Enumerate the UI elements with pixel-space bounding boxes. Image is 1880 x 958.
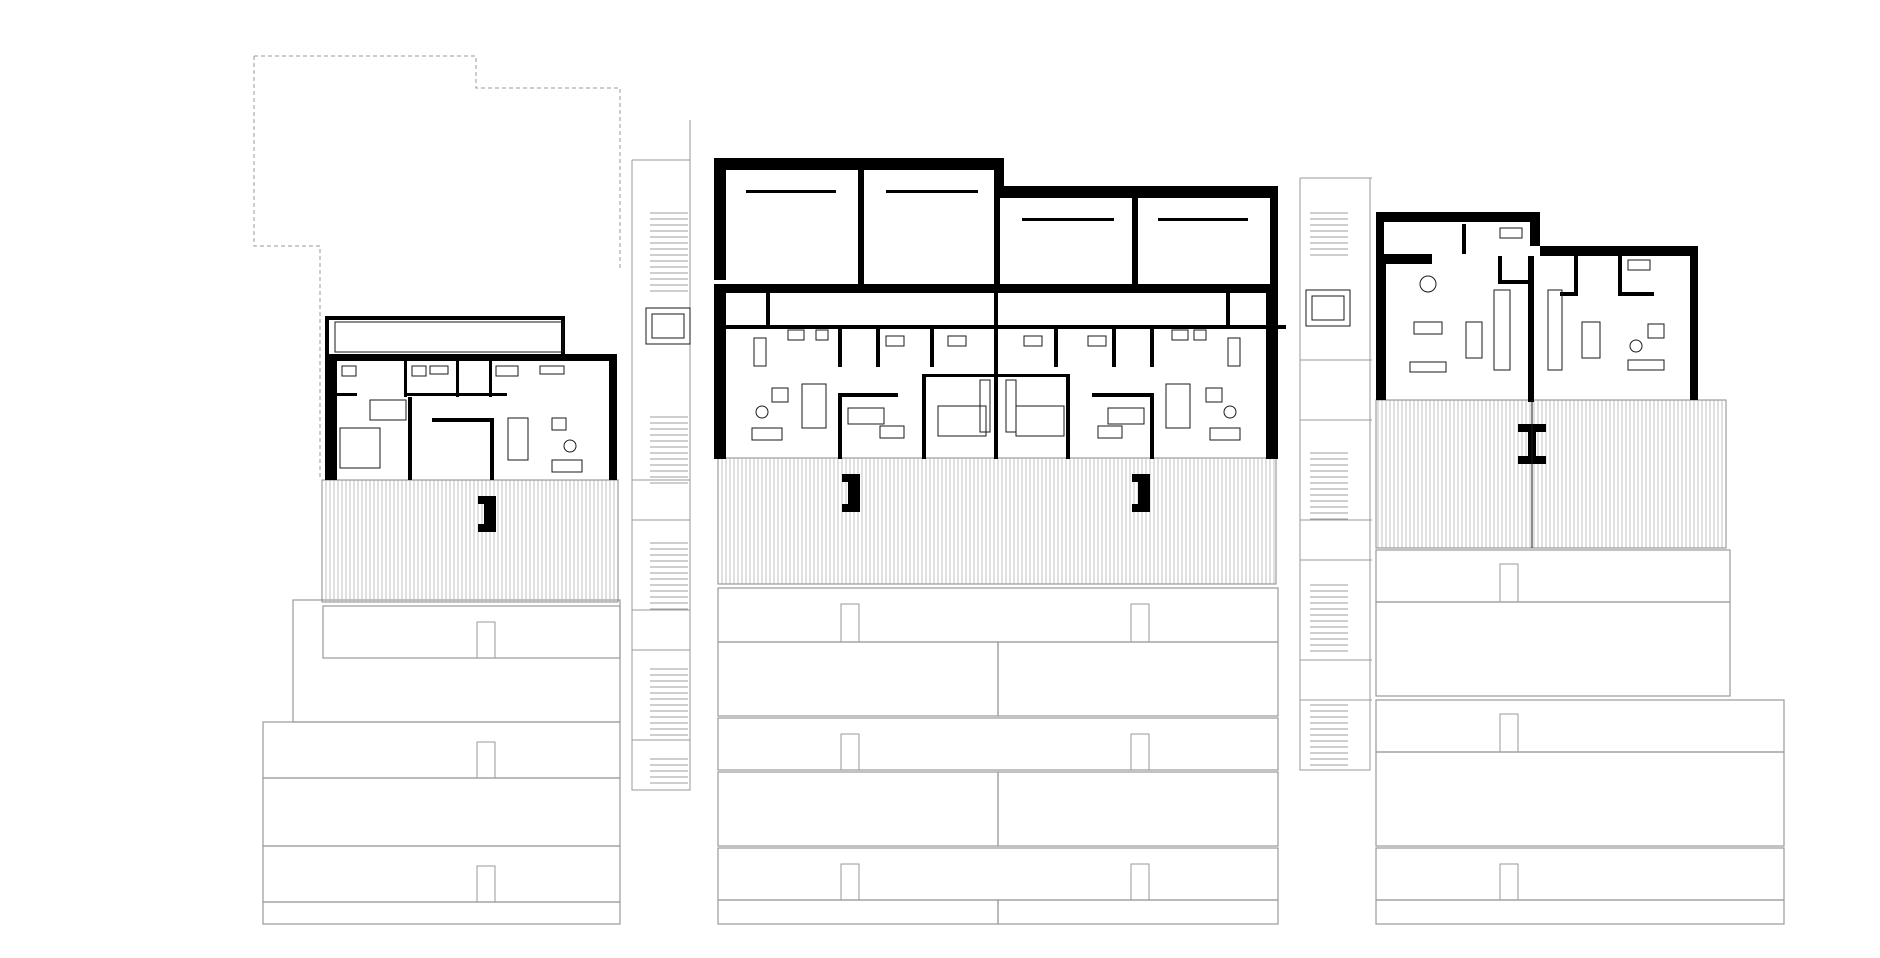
- terrace-left: [321, 479, 619, 603]
- center-lower-floors: [717, 587, 1279, 925]
- stair-core-left: [631, 120, 691, 791]
- right-block: [1376, 212, 1698, 548]
- roof-outline-dashed: [253, 55, 621, 480]
- center-block: [714, 158, 1286, 512]
- right-lower-floors: [1375, 549, 1785, 925]
- terraces: [321, 399, 1727, 603]
- left-block: [325, 316, 617, 532]
- terrace-right: [1375, 399, 1727, 549]
- left-storage: [334, 321, 564, 353]
- terrace-center: [717, 457, 1277, 585]
- left-lower-floors: [262, 599, 621, 925]
- lower-floors: [253, 55, 1785, 925]
- stair-core-right: [1299, 177, 1372, 771]
